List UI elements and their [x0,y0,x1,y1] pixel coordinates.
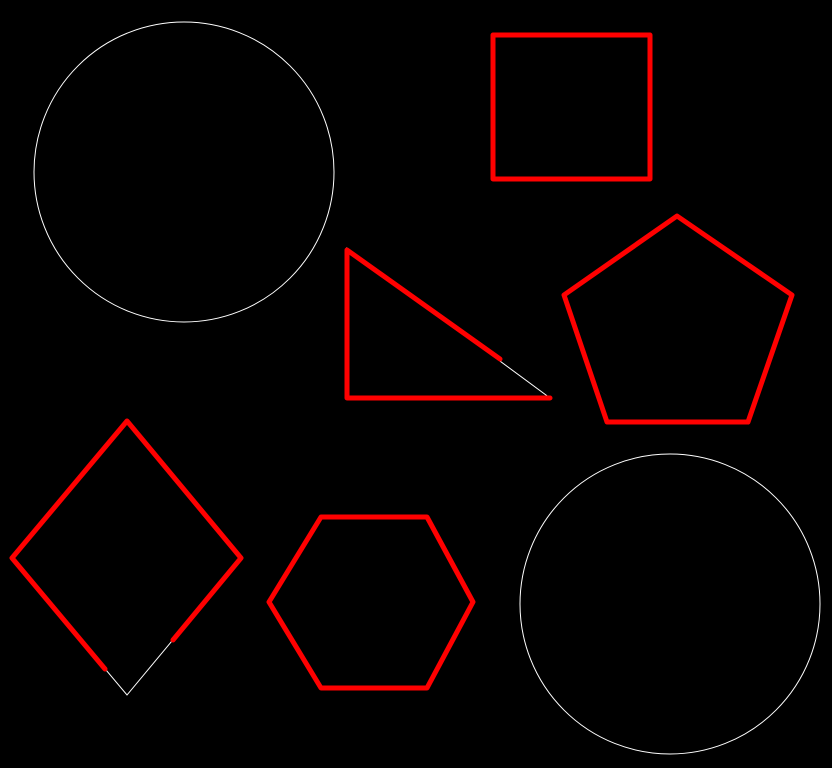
circle-top-left [33,21,335,323]
pentagon [561,213,795,425]
circle-bottom-right [519,453,821,755]
square [490,32,653,182]
hexagon [266,514,476,691]
diamond-highlight [9,418,244,672]
triangle [344,247,553,401]
diamond [9,418,244,696]
triangle-highlight [344,247,553,401]
